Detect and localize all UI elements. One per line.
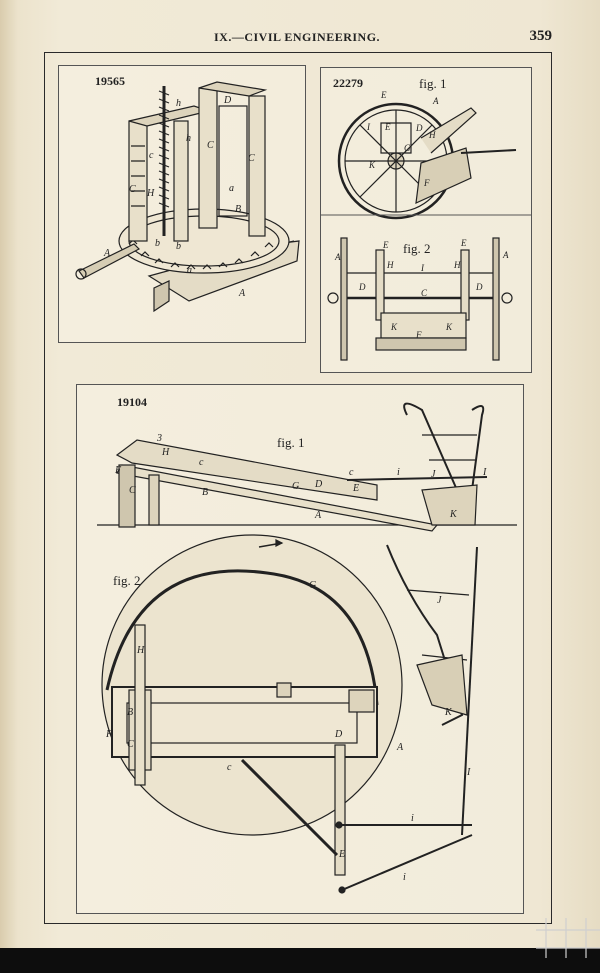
svg-text:h: h <box>176 98 181 109</box>
figure-22279-drawing: E A I E D H G K F A A E E H H I D D C K <box>321 90 531 361</box>
svg-text:G: G <box>309 580 316 591</box>
svg-text:h: h <box>186 133 191 144</box>
svg-text:a: a <box>187 265 192 276</box>
plate-frame <box>44 52 552 924</box>
svg-text:J: J <box>437 595 442 606</box>
svg-text:C: C <box>127 739 134 750</box>
svg-text:B: B <box>202 487 208 498</box>
svg-text:c: c <box>199 457 204 468</box>
svg-text:H: H <box>161 447 170 458</box>
svg-text:E: E <box>460 238 467 248</box>
svg-text:B: B <box>127 707 133 718</box>
svg-text:A: A <box>432 96 439 106</box>
svg-text:K: K <box>444 707 453 718</box>
svg-text:K: K <box>390 322 398 332</box>
scan-bottom-edge <box>0 948 600 973</box>
svg-text:H: H <box>136 645 145 656</box>
svg-text:I: I <box>366 122 371 132</box>
svg-text:D: D <box>415 123 423 133</box>
svg-text:c: c <box>227 762 232 773</box>
svg-text:D: D <box>334 729 343 740</box>
svg-text:H: H <box>386 260 394 270</box>
figure-caption: fig. 1 <box>419 76 447 91</box>
svg-text:C: C <box>421 288 428 298</box>
svg-text:D: D <box>475 282 483 292</box>
running-head: IX.—CIVIL ENGINEERING. <box>214 30 381 44</box>
svg-text:F: F <box>114 465 122 476</box>
figure-caption: fig. 2 <box>113 573 141 588</box>
svg-text:b: b <box>176 241 181 252</box>
svg-text:J: J <box>431 469 436 480</box>
svg-text:H: H <box>453 260 461 270</box>
svg-text:A: A <box>103 248 111 259</box>
svg-text:I: I <box>420 263 425 273</box>
page-number: 359 <box>529 28 553 44</box>
svg-text:c: c <box>149 150 154 161</box>
svg-text:i: i <box>397 467 400 478</box>
figure-caption: fig. 1 <box>277 435 305 450</box>
svg-text:i: i <box>411 813 414 824</box>
figure-19104-panel: 3 H c F C B G D E c i J I A K G H J F B <box>76 384 524 914</box>
svg-text:I: I <box>482 467 487 478</box>
figure-caption: fig. 2 <box>403 241 431 256</box>
svg-text:I: I <box>466 767 471 778</box>
figure-19565-panel: h h c C C D H C B b b A a A a 19565 <box>58 65 306 343</box>
svg-text:K: K <box>449 509 458 520</box>
svg-text:E: E <box>380 90 387 100</box>
svg-text:A: A <box>238 288 246 299</box>
svg-text:i: i <box>403 872 406 883</box>
figure-number: 19565 <box>95 74 125 88</box>
svg-text:c: c <box>349 467 354 478</box>
svg-text:F: F <box>105 729 113 740</box>
svg-text:b: b <box>155 238 160 249</box>
figure-22279-panel: E A I E D H G K F A A E E H H I D D C K <box>320 67 532 373</box>
svg-text:A: A <box>502 250 509 260</box>
cutting-mat-grid <box>536 918 600 958</box>
svg-text:E: E <box>384 122 391 132</box>
svg-text:3: 3 <box>156 433 162 444</box>
svg-text:F: F <box>423 178 430 188</box>
svg-text:B: B <box>235 204 241 215</box>
svg-text:H: H <box>428 130 436 140</box>
svg-text:K: K <box>368 160 376 170</box>
svg-text:E: E <box>382 240 389 250</box>
svg-text:C: C <box>129 485 136 496</box>
svg-text:C: C <box>129 184 136 195</box>
figure-19565-drawing: h h c C C D H C B b b A a A a <box>75 81 300 313</box>
svg-text:D: D <box>223 95 232 106</box>
svg-text:C: C <box>207 140 214 151</box>
book-page: IX.—CIVIL ENGINEERING. 359 <box>0 0 600 948</box>
svg-text:G: G <box>292 481 299 492</box>
figure-19104-drawing: 3 H c F C B G D E c i J I A K G H J F B <box>97 402 517 894</box>
svg-text:D: D <box>314 479 323 490</box>
svg-text:K: K <box>445 322 453 332</box>
svg-text:F: F <box>415 330 422 340</box>
svg-text:A: A <box>334 252 341 262</box>
svg-text:E: E <box>352 483 359 494</box>
svg-text:E: E <box>338 849 345 860</box>
svg-text:G: G <box>404 143 411 153</box>
svg-text:a: a <box>229 183 234 194</box>
svg-text:A: A <box>314 510 322 521</box>
figure-number: 22279 <box>333 76 363 90</box>
svg-text:H: H <box>146 188 155 199</box>
figure-number: 19104 <box>117 395 147 409</box>
svg-text:D: D <box>358 282 366 292</box>
svg-text:C: C <box>248 153 255 164</box>
svg-text:A: A <box>396 742 404 753</box>
